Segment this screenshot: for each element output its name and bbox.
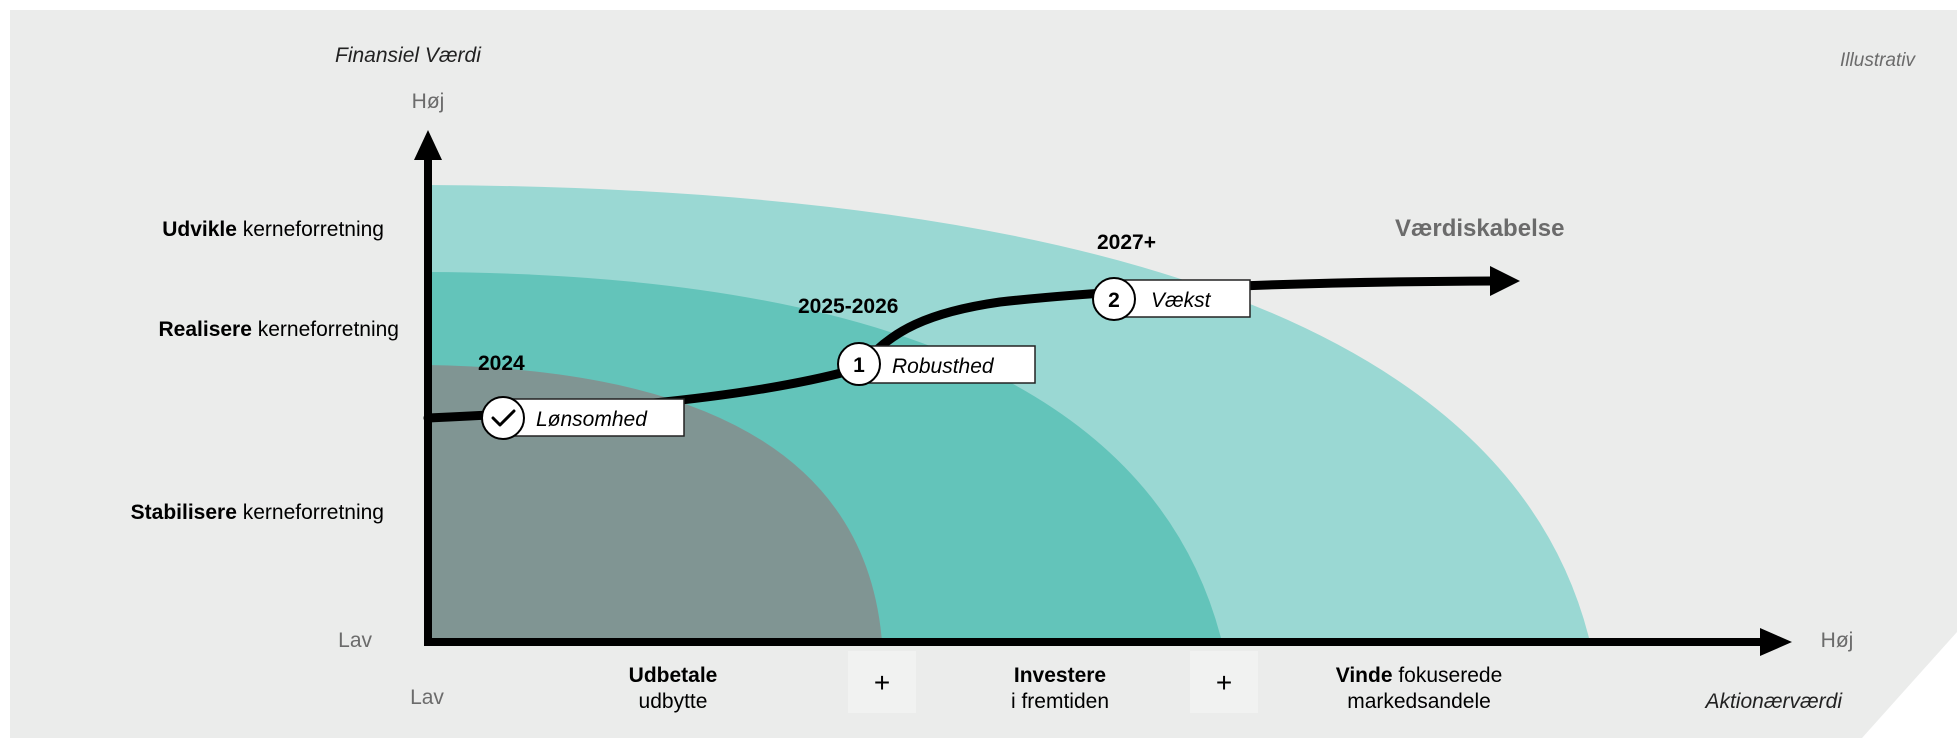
level-label-develop-rest: kerneforretning (237, 218, 384, 241)
milestone-marker-3 (1092, 277, 1136, 321)
milestone-year-2025-2026: 2025-2026 (798, 295, 898, 318)
milestone-marker-3-number: 2 (1108, 289, 1120, 312)
level-label-develop: Udvikle kerneforretning (162, 218, 384, 241)
level-label-stabilise-rest: kerneforretning (237, 501, 384, 524)
category-win-line1: Vinde fokuserede (1336, 664, 1503, 687)
x-axis-arrowhead (1760, 628, 1792, 656)
level-label-realise: Realisere kerneforretning (159, 318, 400, 341)
level-label-develop-bold: Udvikle (162, 218, 237, 241)
y-axis-high-label: Høj (412, 90, 445, 113)
milestone-label-box-1 (501, 398, 685, 437)
milestone-marker-2 (837, 342, 881, 386)
plus-box-2 (1190, 651, 1258, 713)
milestone-marker-1 (481, 396, 525, 440)
plus-box-1 (848, 651, 916, 713)
milestone-marker-2-number: 1 (853, 354, 865, 377)
milestone-year-2024: 2024 (478, 352, 525, 375)
category-win-line2: markedsandele (1347, 690, 1491, 713)
curve-arrowhead (1490, 266, 1520, 296)
x-axis-high-label: Høj (1821, 629, 1854, 652)
plus-sign-1: + (874, 667, 890, 698)
category-payout-line1: Udbetale (629, 664, 718, 687)
milestone-label-3: Vækst (1151, 289, 1212, 312)
y-axis-low-label: Lav (338, 629, 372, 652)
category-win-bold: Vinde (1336, 664, 1393, 687)
y-axis-arrowhead (414, 130, 442, 160)
x-axis-title: Aktionærværdi (1703, 690, 1843, 713)
category-win-rest: fokuserede (1393, 664, 1503, 687)
value-creation-label: Værdiskabelse (1395, 215, 1564, 242)
level-label-stabilise: Stabilisere kerneforretning (131, 501, 384, 524)
category-payout-line2: udbytte (639, 690, 708, 713)
milestone-year-2027: 2027+ (1097, 231, 1156, 254)
level-label-realise-bold: Realisere (159, 318, 252, 341)
illustrative-note: Illustrativ (1840, 50, 1916, 71)
level-label-realise-rest: kerneforretning (252, 318, 399, 341)
category-invest-line1: Investere (1014, 664, 1106, 687)
check-icon (491, 409, 516, 427)
x-axis-low-label: Lav (410, 686, 444, 709)
category-invest-line2: i fremtiden (1011, 690, 1109, 713)
milestone-label-2: Robusthed (892, 355, 995, 378)
y-axis-title: Finansiel Værdi (335, 44, 482, 67)
plus-sign-2: + (1216, 667, 1232, 698)
milestone-label-1: Lønsomhed (536, 408, 648, 431)
level-label-stabilise-bold: Stabilisere (131, 501, 237, 524)
